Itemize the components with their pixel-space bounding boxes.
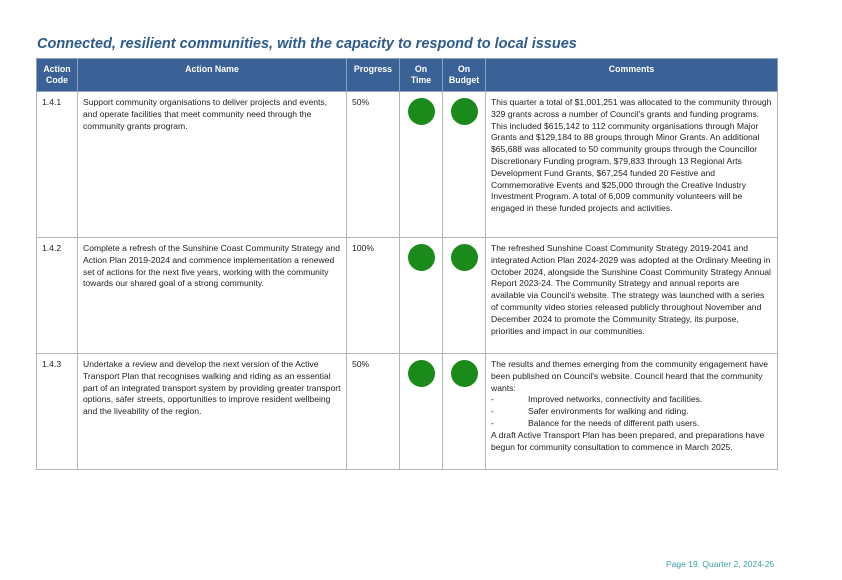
list-item: -Safer environments for walking and ridi…: [491, 406, 689, 417]
list-item: -Balance for the needs of different path…: [491, 417, 700, 428]
action-code: 1.4.3: [36, 353, 78, 470]
action-progress: 50%: [346, 353, 400, 470]
list-item: -Improved networks, connectivity and fac…: [491, 394, 703, 405]
action-name: Undertake a review and develop the next …: [77, 353, 347, 470]
bullet-marker: -: [491, 394, 494, 405]
comments-outro: A draft Active Transport Plan has been p…: [491, 429, 765, 452]
header-progress: Progress: [346, 58, 400, 92]
table-row: 1.4.3 Undertake a review and develop the…: [36, 353, 778, 470]
on-time-status-dot: [407, 98, 435, 125]
on-budget-status-dot: [450, 244, 478, 271]
on-time-cell: [399, 91, 443, 238]
section-title: Connected, resilient communities, with t…: [37, 36, 577, 52]
page-footer: Page 19. Quarter 2, 2024-25: [666, 559, 775, 569]
table-row: 1.4.1 Support community organisations to…: [36, 91, 778, 238]
action-comments: The results and themes emerging from the…: [485, 353, 778, 470]
action-code: 1.4.2: [36, 237, 78, 354]
action-progress: 50%: [346, 91, 400, 238]
action-name: Support community organisations to deliv…: [77, 91, 347, 238]
on-time-status-dot: [407, 360, 435, 387]
header-comments: Comments: [485, 58, 778, 92]
on-budget-cell: [442, 91, 486, 238]
comments-bullet-list: -Improved networks, connectivity and fac…: [491, 394, 772, 429]
action-progress: 100%: [346, 237, 400, 354]
on-time-status-dot: [407, 244, 435, 271]
bullet-marker: -: [491, 406, 494, 417]
bullet-marker: -: [491, 417, 494, 428]
action-comments: The refreshed Sunshine Coast Community S…: [485, 237, 778, 354]
table-row: 1.4.2 Complete a refresh of the Sunshine…: [36, 237, 778, 354]
comments-intro: The results and themes emerging from the…: [491, 359, 769, 393]
action-code: 1.4.1: [36, 91, 78, 238]
action-name: Complete a refresh of the Sunshine Coast…: [77, 237, 347, 354]
on-budget-status-dot: [450, 98, 478, 125]
on-time-cell: [399, 237, 443, 354]
on-budget-cell: [442, 237, 486, 354]
on-budget-cell: [442, 353, 486, 470]
on-budget-status-dot: [450, 360, 478, 387]
action-comments: This quarter a total of $1,001,251 was a…: [485, 91, 778, 238]
on-time-cell: [399, 353, 443, 470]
header-action-name: Action Name: [77, 58, 347, 92]
